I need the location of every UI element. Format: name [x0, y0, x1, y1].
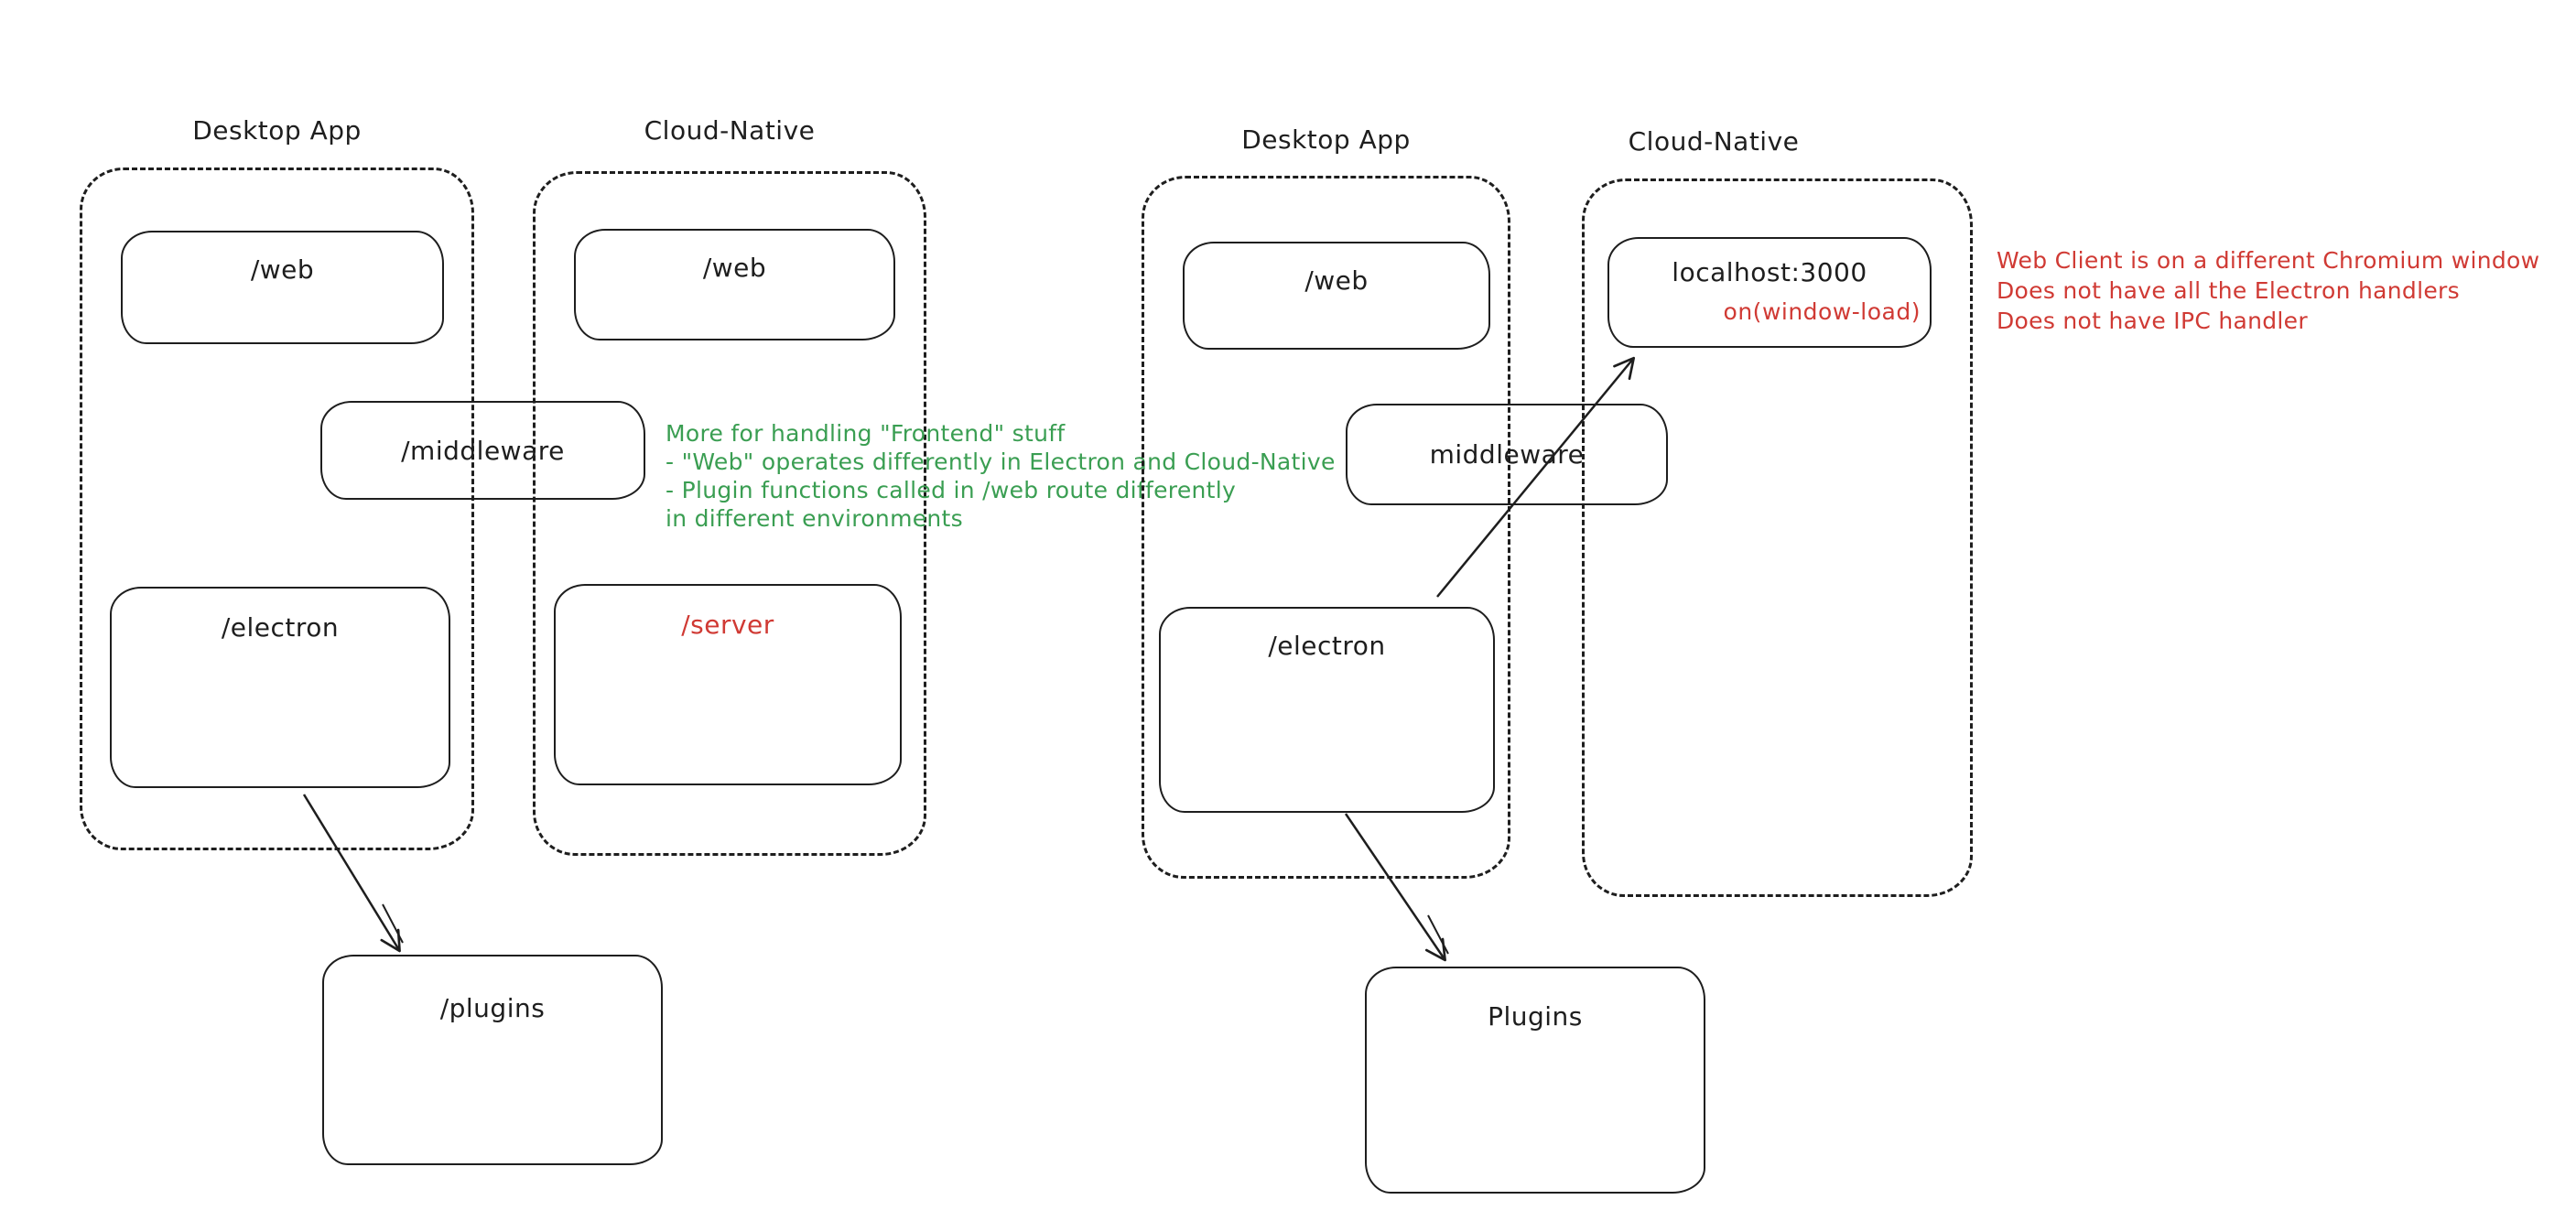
right-electron-box: /electron	[1159, 607, 1495, 813]
right-cloud-native-label: Cloud-Native	[1628, 126, 1800, 157]
left-cloud-web-label: /web	[702, 253, 767, 283]
right-desktop-app-label: Desktop App	[1241, 124, 1411, 155]
left-electron-label: /electron	[221, 612, 340, 643]
green-note-line: - Plugin functions called in /web route …	[666, 477, 1237, 503]
right-desktop-web-label: /web	[1304, 265, 1369, 296]
left-server-box: /server	[554, 584, 902, 785]
right-electron-label: /electron	[1268, 631, 1386, 661]
left-cloud-native-container	[533, 171, 926, 856]
green-note-line: in different environments	[666, 505, 963, 532]
left-plugins-box: /plugins	[322, 955, 663, 1165]
left-cloud-web-box: /web	[574, 229, 895, 340]
right-desktop-web-box: /web	[1183, 242, 1490, 350]
green-note-line: - "Web" operates differently in Electron…	[666, 448, 1336, 475]
left-electron-box: /electron	[110, 587, 450, 788]
left-middleware-label: /middleware	[401, 435, 565, 466]
red-note-line: Web Client is on a different Chromium wi…	[1997, 247, 2540, 274]
arrow-right-sketch-stroke	[1427, 914, 1449, 955]
red-note-line: Does not have all the Electron handlers	[1997, 277, 2460, 304]
localhost-annotation: on(window-load)	[1723, 298, 1921, 325]
left-cloud-native-label: Cloud-Native	[644, 115, 816, 146]
left-desktop-web-box: /web	[121, 231, 444, 344]
right-plugins-label: Plugins	[1488, 1001, 1583, 1032]
left-server-label: /server	[681, 610, 774, 640]
left-desktop-app-label: Desktop App	[192, 115, 362, 146]
right-middleware-box: middleware	[1346, 404, 1668, 505]
left-middleware-box: /middleware	[320, 401, 645, 500]
left-desktop-app-container	[80, 168, 474, 850]
green-note: More for handling "Frontend" stuff - "We…	[666, 419, 1336, 533]
right-plugins-box: Plugins	[1365, 967, 1705, 1194]
green-note-line: More for handling "Frontend" stuff	[666, 420, 1066, 447]
left-plugins-label: /plugins	[439, 993, 546, 1023]
arrow-left-sketch-stroke	[382, 903, 404, 944]
localhost-title: localhost:3000	[1672, 257, 1867, 287]
red-note-line: Does not have IPC handler	[1997, 308, 2308, 334]
left-desktop-web-label: /web	[250, 254, 315, 285]
red-note: Web Client is on a different Chromium wi…	[1997, 245, 2539, 336]
localhost-box: localhost:3000 on(window-load)	[1607, 237, 1932, 348]
right-middleware-label: middleware	[1429, 439, 1585, 470]
